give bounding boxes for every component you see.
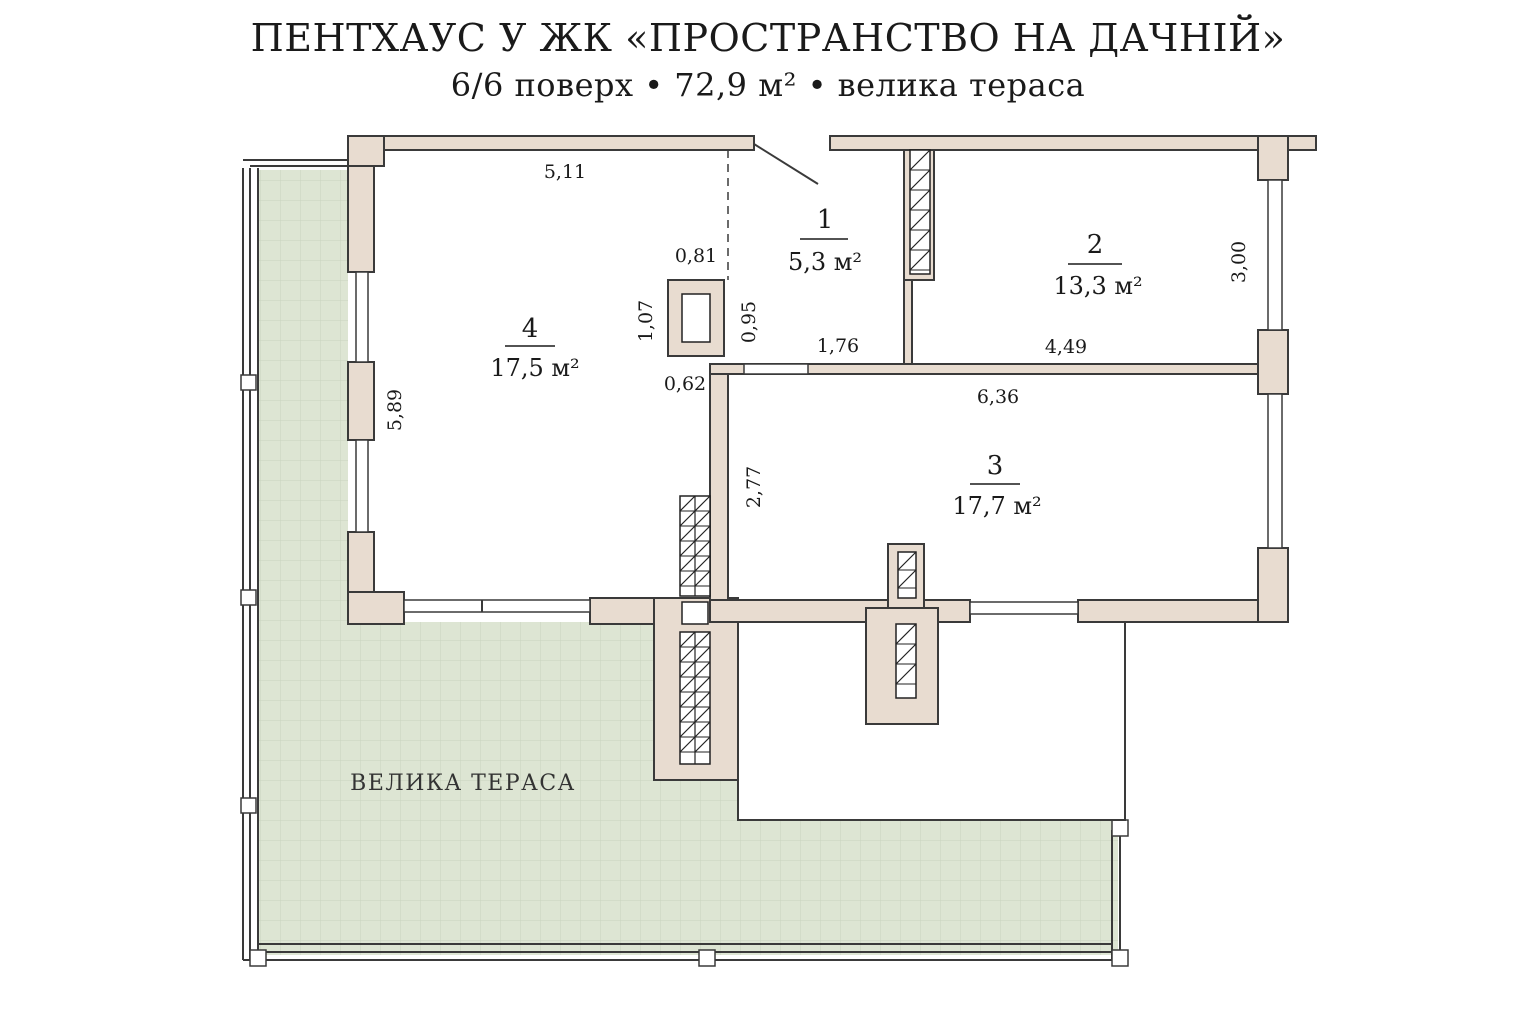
room-1-number: 1 bbox=[817, 205, 834, 235]
dim-1-76: 1,76 bbox=[817, 335, 859, 357]
duct-hatching bbox=[679, 149, 931, 764]
dim-0-62: 0,62 bbox=[664, 373, 706, 395]
room-3-area: 17,7 м² bbox=[952, 492, 1041, 520]
plan-subtitle: 6/6 поверх • 72,9 м² • велика тераса bbox=[450, 66, 1086, 104]
room-4-area: 17,5 м² bbox=[490, 354, 579, 382]
dim-0-95: 0,95 bbox=[738, 301, 760, 343]
dim-1-07: 1,07 bbox=[635, 300, 657, 342]
room-1-label: 1 5,3 м² bbox=[788, 205, 862, 276]
room-3-label: 3 17,7 м² bbox=[952, 451, 1041, 520]
terrace-railing bbox=[240, 159, 1129, 967]
dim-2-77: 2,77 bbox=[743, 466, 765, 508]
windows bbox=[355, 179, 1283, 615]
dim-0-81: 0,81 bbox=[675, 245, 717, 267]
room-1-area: 5,3 м² bbox=[788, 248, 862, 276]
terrace-label: ВЕЛИКА ТЕРАСА bbox=[350, 771, 576, 796]
dim-5-11: 5,11 bbox=[544, 161, 586, 183]
dimension-labels: 5,11 0,81 1,07 0,95 1,76 4,49 3,00 0,62 … bbox=[384, 161, 1250, 508]
ventilation-ducts bbox=[679, 149, 931, 765]
room-2-area: 13,3 м² bbox=[1053, 272, 1142, 300]
dim-3-00: 3,00 bbox=[1228, 241, 1250, 283]
bathroom-door bbox=[743, 363, 809, 375]
dim-5-89: 5,89 bbox=[384, 389, 406, 431]
dim-6-36: 6,36 bbox=[977, 386, 1019, 408]
room-3-number: 3 bbox=[987, 451, 1004, 481]
dim-4-49: 4,49 bbox=[1045, 336, 1087, 358]
walls bbox=[347, 135, 1317, 781]
entrance-door-leaf bbox=[753, 143, 819, 185]
room-2-number: 2 bbox=[1087, 230, 1104, 260]
room-2-label: 2 13,3 м² bbox=[1053, 230, 1142, 300]
room-4-label: 4 17,5 м² bbox=[490, 314, 579, 382]
terrace-area bbox=[258, 170, 1118, 955]
plan-title: ПЕНТХАУС У ЖК «ПРОСТРАНСТВО НА ДАЧНІЙ» bbox=[250, 16, 1286, 60]
room-4-number: 4 bbox=[522, 314, 539, 344]
